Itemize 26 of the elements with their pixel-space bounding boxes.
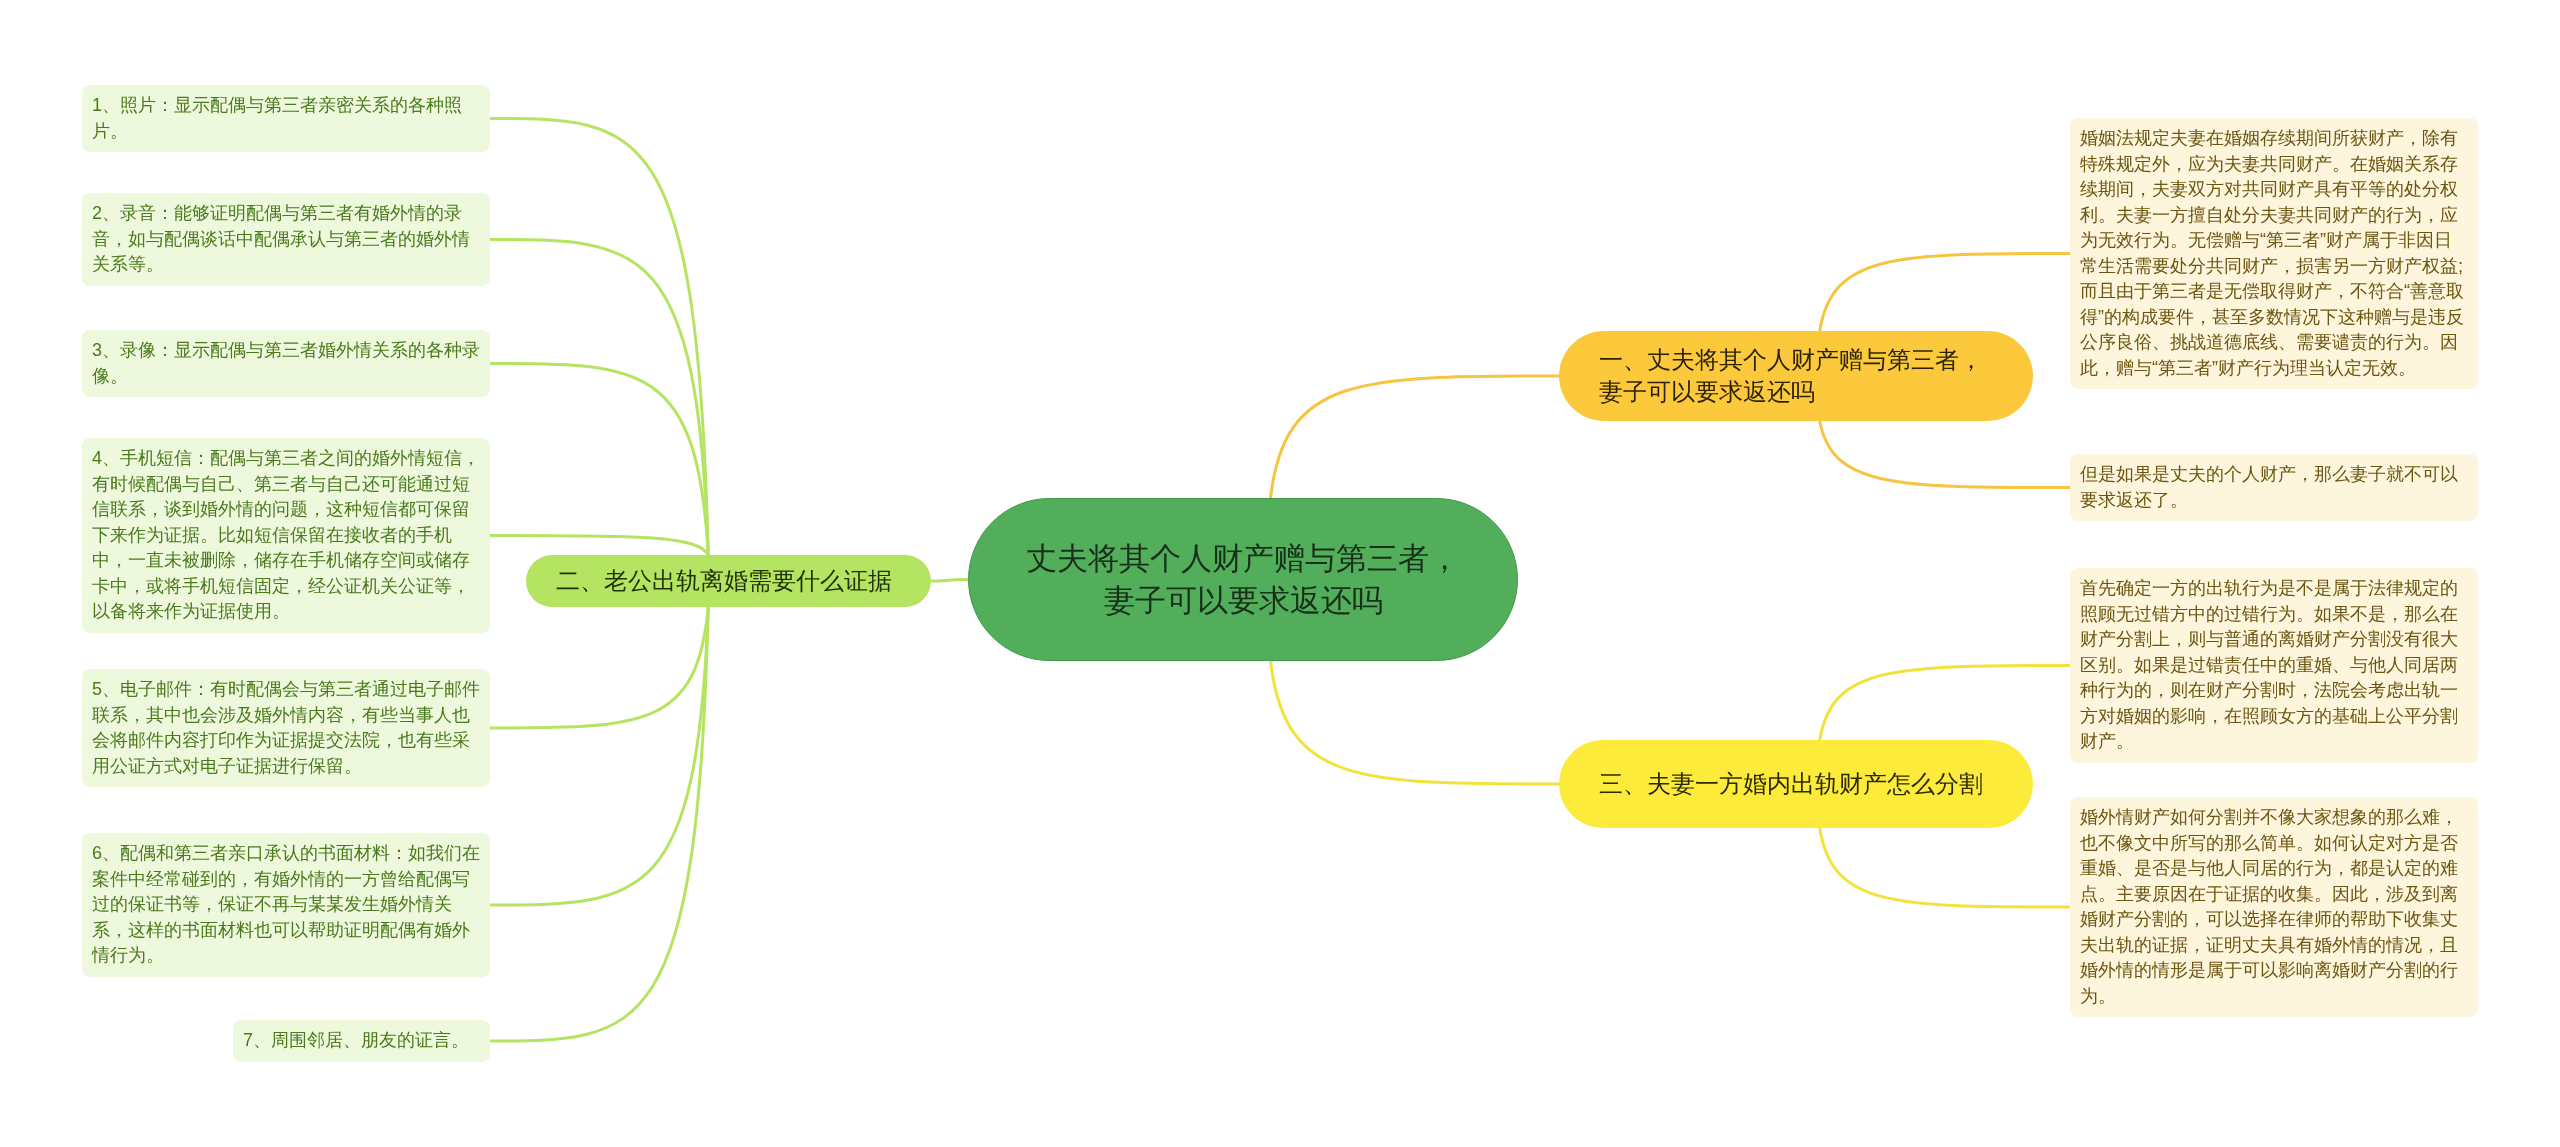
connector-line bbox=[1269, 660, 1559, 786]
branch-topic: 二、老公出轨离婚需要什么证据 bbox=[526, 555, 931, 607]
connector-line bbox=[490, 362, 710, 556]
note-card: 婚外情财产如何分割并不像大家想象的那么难，也不像文中所写的那么简单。如何认定对方是否重婚、是否是与他人同居的行为，都是认定的难点。主要原因在于证据的收集。因此，涉及到离婚财产分割的，可以选择在律师的帮助下收集丈夫出轨的证据，证明丈夫具有婚外情的情况，且婚外情的情形是属于可以影响离婚财产分割的行为。 bbox=[2070, 797, 2478, 1017]
connector-line bbox=[490, 534, 710, 556]
note-card: 1、照片：显示配偶与第三者亲密关系的各种照片。 bbox=[82, 85, 490, 152]
connector-line bbox=[1818, 420, 2070, 489]
root-topic: 丈夫将其个人财产赠与第三者，妻子可以要求返还吗 bbox=[968, 498, 1518, 661]
connector-line bbox=[490, 606, 710, 1043]
note-card: 5、电子邮件：有时配偶会与第三者通过电子邮件联系，其中也会涉及婚外情内容，有些当事人也会将邮件内容打印作为证据提交法院，也有些采用公证方式对电子证据进行保留。 bbox=[82, 669, 490, 787]
note-card: 4、手机短信：配偶与第三者之间的婚外情短信，有时候配偶与自己、第三者与自己还可能通过短信联系，谈到婚外情的问题，这种短信都可保留下来作为证据。比如短信保留在接收者的手机中，一直未被删除，储存在手机储存空间或储存卡中，或将手机短信固定，经公证机关公证等，以备将来作为证据使用。 bbox=[82, 438, 490, 633]
branch-topic: 三、夫妻一方婚内出轨财产怎么分割 bbox=[1559, 740, 2033, 828]
note-card: 2、录音：能够证明配偶与第三者有婚外情的录音，如与配偶谈话中配偶承认与第三者的婚外情关系等。 bbox=[82, 193, 490, 286]
note-card: 6、配偶和第三者亲口承认的书面材料：如我们在案件中经常碰到的，有婚外情的一方曾给配偶写过的保证书等，保证不再与某某发生婚外情关系，这样的书面材料也可以帮助证明配偶有婚外情行为。 bbox=[82, 833, 490, 977]
note-card: 但是如果是丈夫的个人财产，那么妻子就不可以要求返还了。 bbox=[2070, 454, 2478, 521]
connector-line bbox=[931, 578, 968, 583]
connector-line bbox=[1818, 664, 2070, 741]
note-card: 婚姻法规定夫妻在婚姻存续期间所获财产，除有特殊规定外，应为夫妻共同财产。在婚姻关系存续期间，夫妻双方对共同财产具有平等的处分权利。夫妻一方擅自处分夫妻共同财产的行为，应为无效行为。无偿赠与“第三者”财产属于非因日常生活需要处分共同财产，损害另一方财产权益;而且由于第三者是无偿取得财产，不符合“善意取得”的构成要件，甚至多数情况下这种赠与是违反公序良俗、挑战道德底线、需要谴责的行为。因此，赠与“第三者”财产行为理当认定无效。 bbox=[2070, 118, 2478, 389]
connector-line bbox=[490, 606, 710, 730]
branch-topic: 一、丈夫将其个人财产赠与第三者，妻子可以要求返还吗 bbox=[1559, 331, 2033, 421]
note-card: 7、周围邻居、朋友的证言。 bbox=[233, 1020, 490, 1062]
note-card: 3、录像：显示配偶与第三者婚外情关系的各种录像。 bbox=[82, 330, 490, 397]
connector-line bbox=[1818, 827, 2070, 909]
connector-line bbox=[1269, 374, 1559, 499]
note-card: 首先确定一方的出轨行为是不是属于法律规定的照顾无过错方中的过错行为。如果不是，那么在财产分割上，则与普通的离婚财产分割没有很大区别。如果是过错责任中的重婚、与他人同居两种行为的，则在财产分割时，法院会考虑出轨一方对婚姻的影响，在照顾女方的基础上公平分割财产。 bbox=[2070, 568, 2478, 763]
connector-line bbox=[1818, 252, 2070, 332]
